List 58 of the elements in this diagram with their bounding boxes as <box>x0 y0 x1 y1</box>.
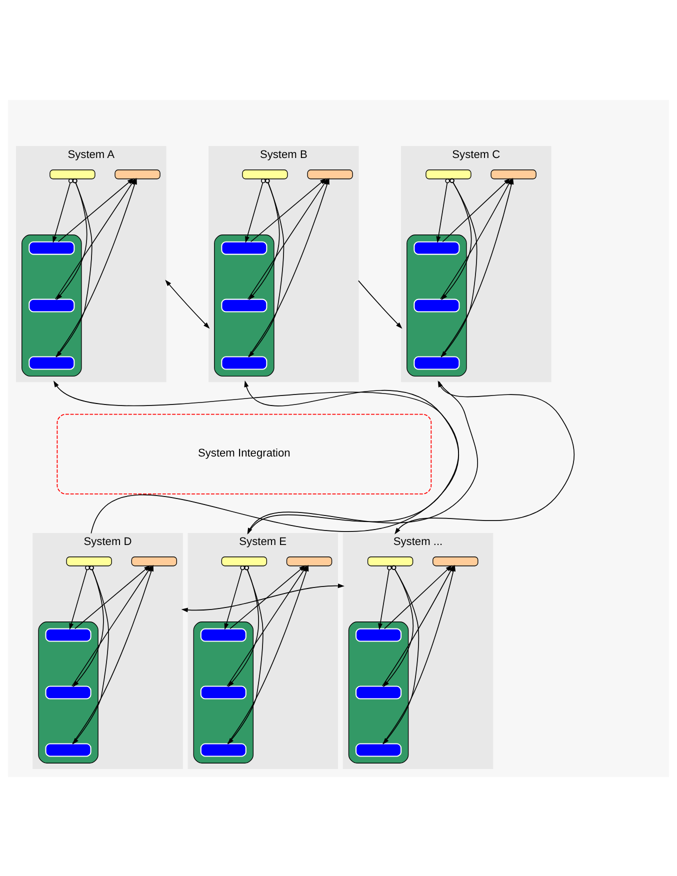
node-box <box>50 169 96 179</box>
node-box <box>432 556 478 566</box>
arrow <box>52 178 74 242</box>
node-box <box>45 628 92 642</box>
arrow <box>382 564 414 687</box>
node-box <box>356 742 402 756</box>
arrow <box>224 564 245 630</box>
arrow <box>378 565 392 630</box>
node-box <box>221 298 268 312</box>
node-box: System Integration <box>56 413 432 494</box>
node-box <box>356 685 402 699</box>
arrow <box>72 565 104 687</box>
arrow <box>165 279 210 328</box>
node-box <box>221 356 268 370</box>
arrow <box>245 178 266 242</box>
node-box <box>242 169 288 179</box>
arrow <box>442 178 510 242</box>
arrow <box>358 280 402 328</box>
node-box <box>414 298 460 312</box>
node-box <box>490 169 536 179</box>
node-box <box>307 169 353 179</box>
node-box <box>414 356 460 370</box>
arrow <box>230 564 306 629</box>
arrow <box>250 178 326 242</box>
arrow <box>181 583 344 612</box>
node-box <box>114 169 160 179</box>
node-box <box>28 356 75 370</box>
arrow <box>56 178 88 300</box>
arrow <box>228 565 260 687</box>
node-box <box>200 685 246 699</box>
arrow <box>436 178 450 242</box>
node-box <box>367 556 414 566</box>
node-box <box>414 240 460 254</box>
node-box <box>200 742 246 756</box>
arrow <box>69 564 90 630</box>
arrow <box>441 178 472 300</box>
node-box <box>28 298 75 312</box>
node-box <box>221 240 268 254</box>
node-box <box>426 169 472 179</box>
cluster: System C <box>401 145 552 382</box>
node-box <box>45 742 92 756</box>
node-box <box>356 628 402 642</box>
cluster: System D <box>32 532 183 769</box>
node-box <box>286 556 332 566</box>
node-box <box>131 556 177 566</box>
arrow <box>248 178 280 300</box>
arrow <box>394 380 575 534</box>
cluster: System A <box>16 145 166 382</box>
arrow <box>58 178 134 242</box>
node-box <box>200 628 246 642</box>
cluster: System B <box>208 145 359 382</box>
arrow <box>74 564 150 629</box>
cluster: System ... <box>342 532 494 769</box>
node-box <box>221 556 268 566</box>
node-box <box>45 685 92 699</box>
node-box <box>66 556 112 566</box>
arrow <box>384 564 452 629</box>
node-box <box>28 240 75 254</box>
